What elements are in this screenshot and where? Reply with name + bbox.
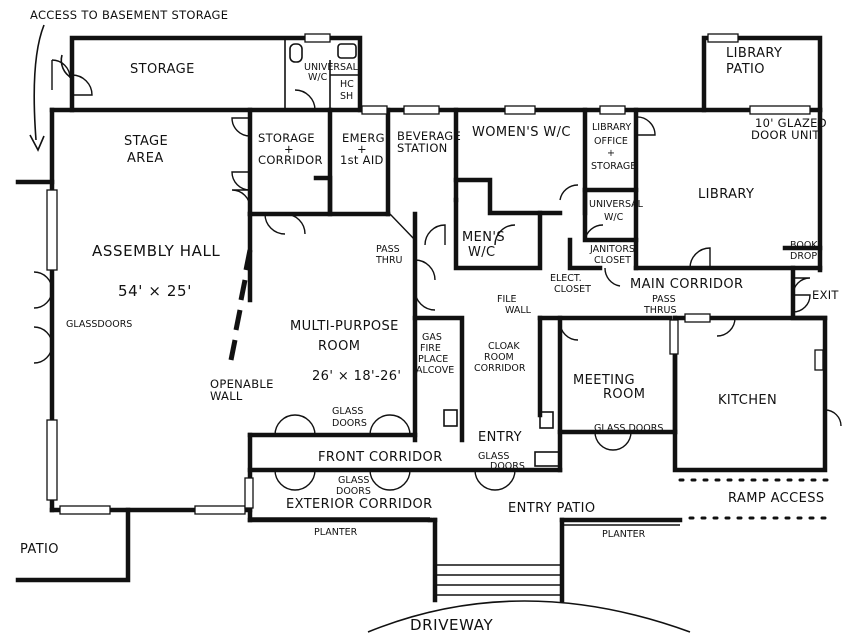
label-kitchen: KITCHEN (718, 393, 777, 408)
label-hc-sh-b: SH (340, 91, 353, 102)
label-gas-fireplace-a: GAS (422, 332, 442, 343)
label-book-drop-a: BOOK (790, 240, 818, 251)
label-access-basement: ACCESS TO BASEMENT STORAGE (30, 8, 228, 22)
label-library-office-a: LIBRARY (592, 122, 631, 133)
label-storage-corridor-a: STORAGE (258, 131, 315, 145)
label-beverage-a: BEVERAGE (397, 129, 461, 143)
label-glass-doors-mp-b: DOORS (332, 418, 367, 429)
label-gas-fireplace-c: PLACE (418, 354, 448, 365)
windows (46, 33, 824, 515)
label-elect-closet-a: ELECT. (550, 273, 582, 284)
doors (33, 59, 842, 491)
label-openable-wall-a: OPENABLE (210, 377, 274, 391)
label-stage-area-a: STAGE (124, 134, 168, 149)
label-cloak-room-b: ROOM (484, 352, 514, 363)
label-universal-wc-1a: UNIVERSAL (304, 62, 359, 73)
label-meeting-room-b: ROOM (603, 387, 645, 402)
label-glass-doors-entry-b: DOORS (490, 461, 525, 472)
label-womens-wc: WOMEN'S W/C (472, 125, 571, 140)
label-glazed-door-b: DOOR UNIT (751, 128, 820, 142)
label-driveway: DRIVEWAY (410, 616, 493, 634)
label-mens-wc-b: W/C (468, 245, 496, 260)
label-stage-area-b: AREA (127, 151, 164, 166)
label-library-patio-a: LIBRARY (726, 46, 782, 61)
label-glass-doors-entry-a: GLASS (478, 451, 509, 462)
label-mens-wc-a: MEN'S (462, 230, 505, 245)
access-arrow (29, 24, 45, 152)
label-janitors-b: CLOSET (594, 255, 631, 266)
label-glazed-door-a: 10' GLAZED (755, 116, 827, 130)
label-storage-top: STORAGE (130, 62, 195, 77)
label-assembly-hall: ASSEMBLY HALL (92, 242, 220, 260)
openable-wall (228, 249, 253, 361)
label-universal-wc-2a: UNIVERSAL (589, 199, 644, 210)
label-janitors-a: JANITORS' (589, 244, 638, 255)
label-entry-patio: ENTRY PATIO (508, 501, 595, 516)
label-glass-doors-front-b: DOORS (336, 486, 371, 497)
label-pass-thrus-b: THRUS (643, 305, 677, 316)
label-beverage-b: STATION (397, 141, 448, 155)
exterior-walls (15, 35, 828, 583)
label-multi-purpose-a: MULTI-PURPOSE (290, 319, 399, 334)
patio-door-swing (60, 54, 73, 79)
label-meeting-room-a: MEETING (573, 373, 635, 388)
label-glass-doors-left: GLASSDOORS (66, 319, 132, 330)
label-pass-thru-1b: THRU (375, 255, 403, 266)
label-planter-left: PLANTER (314, 527, 358, 538)
label-front-corridor: FRONT CORRIDOR (318, 450, 443, 465)
label-library-office-b: OFFICE (594, 136, 628, 147)
label-emerg-b: + (357, 142, 367, 156)
label-exterior-corridor: EXTERIOR CORRIDOR (286, 497, 433, 512)
label-library-office-d: STORAGE (591, 161, 636, 172)
label-main-corridor: MAIN CORRIDOR (630, 277, 744, 292)
label-pass-thru-1a: PASS (376, 244, 400, 255)
label-cloak-room-c: CORRIDOR (474, 363, 526, 374)
label-library: LIBRARY (698, 187, 754, 202)
label-universal-wc-2b: W/C (604, 212, 624, 223)
label-assembly-dims: 54' × 25' (118, 282, 192, 300)
label-entry: ENTRY (478, 430, 522, 445)
label-book-drop-b: DROP (790, 251, 817, 262)
entry-stairs (427, 517, 683, 603)
label-gas-fireplace-d: ALCOVE (416, 365, 454, 376)
label-glass-doors-meeting: GLASS DOORS (594, 423, 663, 434)
label-universal-wc-1b: W/C (308, 72, 328, 83)
label-gas-fireplace-b: FIRE (420, 343, 441, 354)
label-glass-doors-front-a: GLASS (338, 475, 369, 486)
label-multi-purpose-b: ROOM (318, 339, 360, 354)
label-emerg-c: 1st AID (340, 153, 384, 167)
label-emerg-a: EMERG (342, 131, 385, 145)
label-pass-thrus-a: PASS (652, 294, 676, 305)
label-patio: PATIO (20, 542, 59, 557)
wall-blocks (443, 409, 560, 467)
label-library-patio-b: PATIO (726, 62, 765, 77)
fixtures (284, 38, 360, 110)
labels: ACCESS TO BASEMENT STORAGE STORAGE UNIVE… (20, 8, 839, 634)
label-library-office-c: + (607, 148, 615, 159)
label-glass-doors-mp-a: GLASS (332, 406, 363, 417)
label-file-wall-a: FILE (497, 294, 517, 305)
label-exit: EXIT (812, 288, 839, 302)
label-hc-sh-a: HC (340, 79, 354, 90)
label-cloak-room-a: CLOAK (488, 341, 520, 352)
driveway-curve (367, 600, 691, 633)
label-storage-corridor-b: + (284, 142, 294, 156)
label-multi-purpose-dims: 26' × 18'-26' (312, 369, 401, 384)
label-openable-wall-b: WALL (210, 389, 243, 403)
label-planter-right: PLANTER (602, 529, 646, 540)
label-file-wall-b: WALL (505, 305, 532, 316)
label-storage-corridor-c: CORRIDOR (258, 153, 323, 167)
label-elect-closet-b: CLOSET (554, 284, 591, 295)
label-ramp-access: RAMP ACCESS (728, 491, 825, 506)
